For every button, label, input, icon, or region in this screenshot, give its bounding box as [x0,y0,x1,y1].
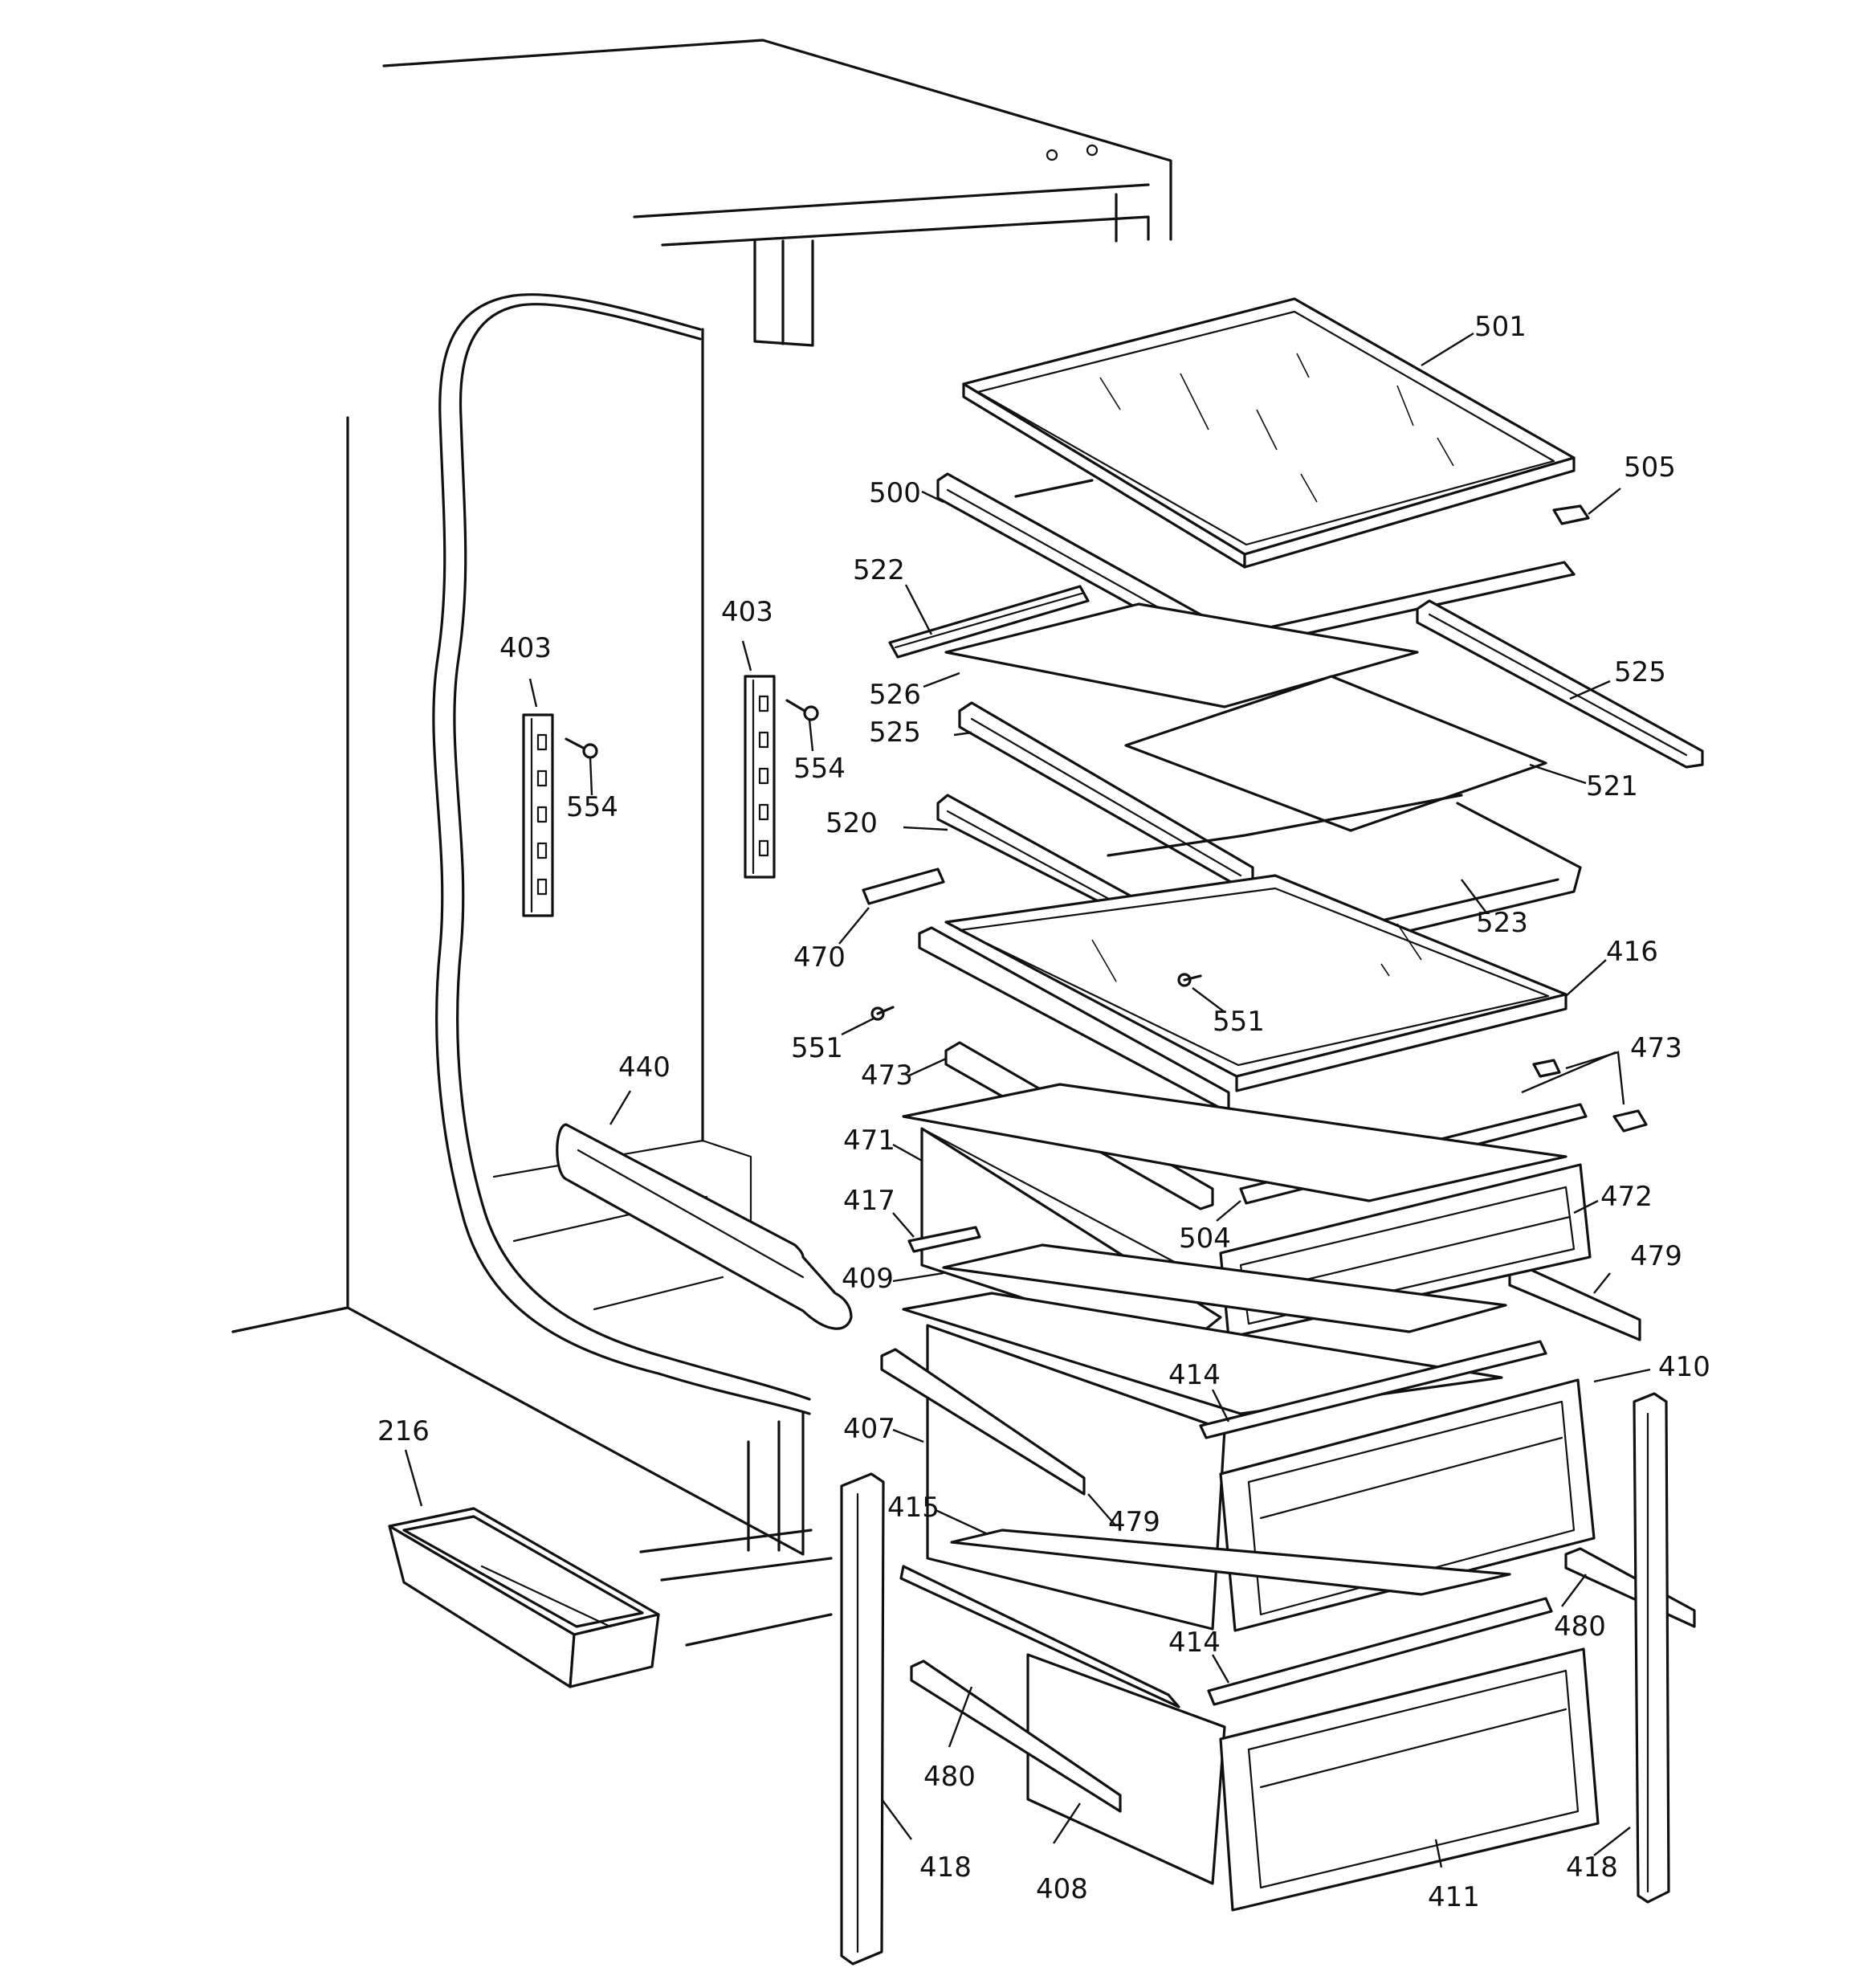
callout-411: 411 [1428,1881,1480,1913]
rail-414-lower [1207,1597,1553,1706]
callout-416: 416 [1606,936,1658,968]
callout-410: 410 [1658,1351,1710,1383]
callout-522: 522 [853,554,905,586]
callout-505: 505 [1624,451,1676,484]
callout-471: 471 [843,1125,895,1157]
rail-523 [1107,794,1463,857]
drawer-front-411 [1219,1647,1600,1912]
screws-551 [870,973,1202,1021]
callout-470: 470 [793,941,846,974]
cabinet-outline [231,39,1172,1647]
callout-525-right: 525 [1614,656,1666,688]
side-rail-418-right [1633,1392,1670,1904]
rail-522 [888,585,1090,659]
callout-501: 501 [1474,311,1527,343]
rail-417 [907,1226,981,1253]
callout-418-left: 418 [919,1851,972,1884]
callout-473-left: 473 [861,1059,913,1092]
callout-480-right: 480 [1554,1610,1606,1643]
side-rail-418-left [840,1472,885,1966]
callout-408: 408 [1036,1873,1088,1905]
callout-480-left: 480 [923,1761,976,1793]
clips-473 [1532,1059,1648,1133]
callout-479-left: 479 [1108,1506,1160,1538]
callout-403-right: 403 [721,596,773,628]
callout-409: 409 [842,1263,894,1295]
callout-403-left: 403 [499,632,552,664]
glass-panel-521 [1124,675,1547,832]
callout-520: 520 [826,807,878,839]
callout-551-left: 551 [791,1032,843,1064]
shelf-support-416 [918,926,1230,1114]
door-gasket [432,293,811,1415]
glass-panel-526 [944,602,1419,708]
callout-551-right: 551 [1213,1006,1265,1038]
slide-479-left [880,1348,1086,1496]
callout-500: 500 [869,477,921,509]
leader-lines [404,332,1651,1868]
glass-cover-409 [942,1243,1507,1333]
rail-414-upper [1199,1340,1547,1439]
bracket-470 [862,867,945,905]
callout-414-upper: 414 [1168,1359,1221,1391]
callout-418-right: 418 [1566,1851,1618,1884]
shelf-standard-right [744,675,776,879]
slide-479-right [1508,1266,1641,1341]
callout-523: 523 [1476,907,1528,939]
callout-521: 521 [1586,770,1638,802]
callout-440: 440 [618,1051,671,1084]
callout-554-left: 554 [566,791,618,823]
callout-407: 407 [843,1413,895,1445]
callout-554-right: 554 [793,753,846,785]
bin-216 [388,1507,660,1688]
callout-415: 415 [887,1492,940,1524]
callout-417: 417 [843,1185,895,1217]
callout-479-right: 479 [1630,1240,1682,1272]
slide-480-left [910,1659,1122,1813]
callout-526: 526 [869,679,921,711]
glass-cover-415 [950,1529,1511,1596]
shelf-standard-left [522,713,554,917]
glass-shelf-501 [962,297,1576,569]
slide-525-right [1416,599,1704,769]
callout-216: 216 [377,1415,430,1447]
callout-504: 504 [1179,1223,1231,1255]
callout-414-lower: 414 [1168,1627,1221,1659]
callout-525-left: 525 [869,716,921,749]
callout-472: 472 [1600,1181,1653,1213]
glass-shelf-416 [944,874,1567,1092]
clip-505 [1552,504,1590,525]
cover-440 [556,1123,853,1330]
screws-554 [565,699,819,759]
callout-473-right: 473 [1630,1032,1682,1064]
